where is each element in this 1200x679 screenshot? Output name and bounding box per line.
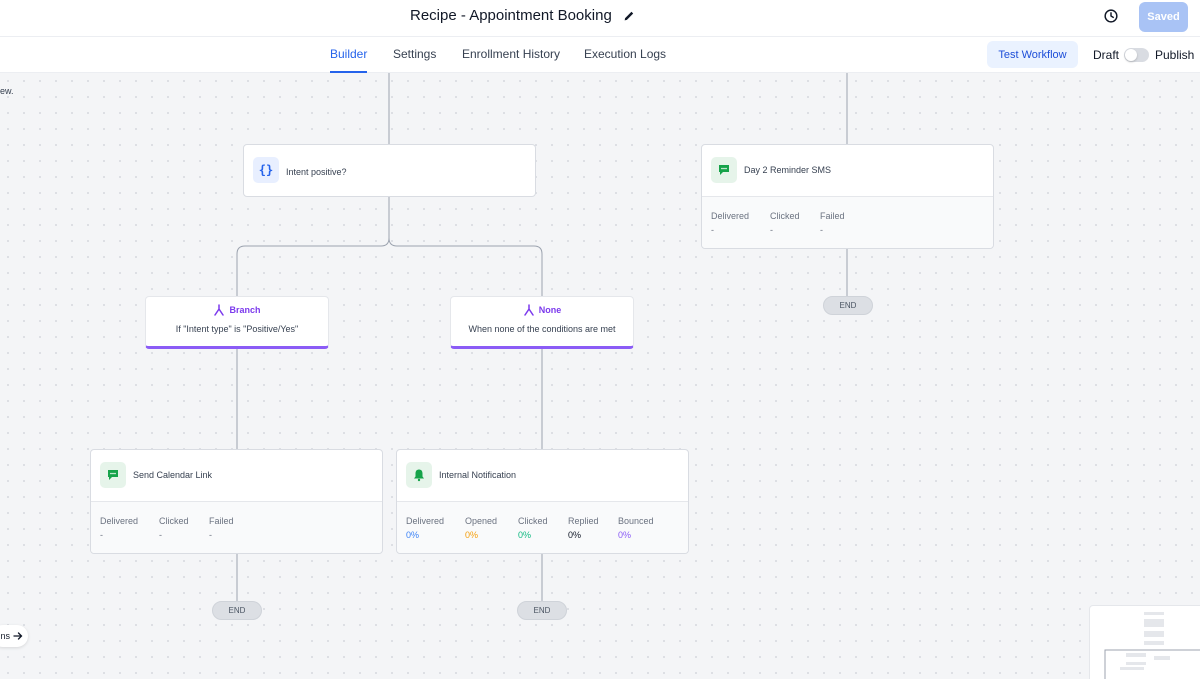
day2-reminder-node[interactable]: Day 2 Reminder SMS Delivered - Clicked -… bbox=[701, 144, 994, 249]
send-calendar-link-node[interactable]: Send Calendar Link Delivered - Clicked -… bbox=[90, 449, 383, 554]
bell-icon bbox=[406, 462, 432, 488]
tab-execution-logs[interactable]: Execution Logs bbox=[584, 47, 667, 61]
stat-bounced: Bounced 0% bbox=[618, 516, 654, 540]
publish-toggle[interactable] bbox=[1124, 48, 1149, 62]
internal-notification-node[interactable]: Internal Notification Delivered 0% Opene… bbox=[396, 449, 689, 554]
end-pill: END bbox=[517, 601, 567, 620]
tab-builder[interactable]: Builder bbox=[330, 47, 368, 73]
branch-condition: If "Intent type" is "Positive/Yes" bbox=[175, 324, 299, 334]
stat-failed: Failed - bbox=[820, 211, 845, 235]
workflow-title: Recipe - Appointment Booking bbox=[410, 7, 612, 24]
top-bar: Recipe - Appointment Booking Saved bbox=[0, 0, 1200, 37]
branch-yes-node[interactable]: Branch If "Intent type" is "Positive/Yes… bbox=[145, 296, 329, 349]
stat-delivered: Delivered - bbox=[100, 516, 139, 540]
stat-delivered: Delivered 0% bbox=[406, 516, 445, 540]
chip-text: ns bbox=[0, 631, 10, 641]
branch-name: None bbox=[538, 305, 562, 315]
sms-icon bbox=[711, 157, 737, 183]
stat-opened: Opened 0% bbox=[465, 516, 498, 540]
node-title: Internal Notification bbox=[439, 470, 517, 480]
stat-clicked: Clicked 0% bbox=[518, 516, 548, 540]
stat-clicked: Clicked - bbox=[159, 516, 189, 540]
tab-settings[interactable]: Settings bbox=[393, 47, 437, 61]
sms-icon bbox=[100, 462, 126, 488]
branch-icon bbox=[524, 304, 534, 316]
node-stats: Delivered - Clicked - Failed - bbox=[91, 501, 382, 553]
minimap[interactable] bbox=[1089, 605, 1200, 679]
stat-replied: Replied 0% bbox=[568, 516, 599, 540]
intent-node[interactable]: {} Intent positive? bbox=[243, 144, 536, 197]
branch-none-node[interactable]: None When none of the conditions are met bbox=[450, 296, 634, 349]
tab-bar: Builder Settings Enrollment History Exec… bbox=[0, 37, 1200, 73]
node-stats: Delivered 0% Opened 0% Clicked 0% Replie… bbox=[397, 501, 688, 553]
pencil-icon[interactable] bbox=[622, 9, 636, 23]
history-icon[interactable] bbox=[1102, 7, 1120, 25]
stat-delivered: Delivered - bbox=[711, 211, 750, 235]
connector-lines bbox=[236, 73, 848, 602]
node-title: Send Calendar Link bbox=[133, 470, 213, 480]
code-braces-icon: {} bbox=[253, 157, 279, 183]
branch-name: Branch bbox=[229, 305, 261, 315]
node-title: Intent positive? bbox=[286, 167, 347, 177]
publish-label: Publish bbox=[1155, 48, 1195, 62]
branch-condition: When none of the conditions are met bbox=[468, 324, 616, 334]
stat-clicked: Clicked - bbox=[770, 211, 800, 235]
side-panel-chip[interactable]: ns bbox=[0, 625, 28, 647]
workflow-canvas[interactable]: ew. {} Intent positive? Day 2 Reminder S… bbox=[0, 73, 1200, 679]
branch-icon bbox=[214, 304, 225, 316]
saved-button[interactable]: Saved bbox=[1139, 2, 1188, 32]
stat-failed: Failed - bbox=[209, 516, 234, 540]
end-pill: END bbox=[212, 601, 262, 620]
end-pill: END bbox=[823, 296, 873, 315]
tab-enrollment-history[interactable]: Enrollment History bbox=[462, 47, 561, 61]
node-title: Day 2 Reminder SMS bbox=[744, 165, 832, 175]
draft-label: Draft bbox=[1093, 48, 1120, 62]
node-stats: Delivered - Clicked - Failed - bbox=[702, 196, 993, 248]
minimap-preview bbox=[1104, 612, 1200, 679]
test-workflow-button[interactable]: Test Workflow bbox=[987, 41, 1078, 68]
clipped-text: ew. bbox=[0, 86, 14, 96]
arrow-right-icon bbox=[13, 632, 23, 640]
